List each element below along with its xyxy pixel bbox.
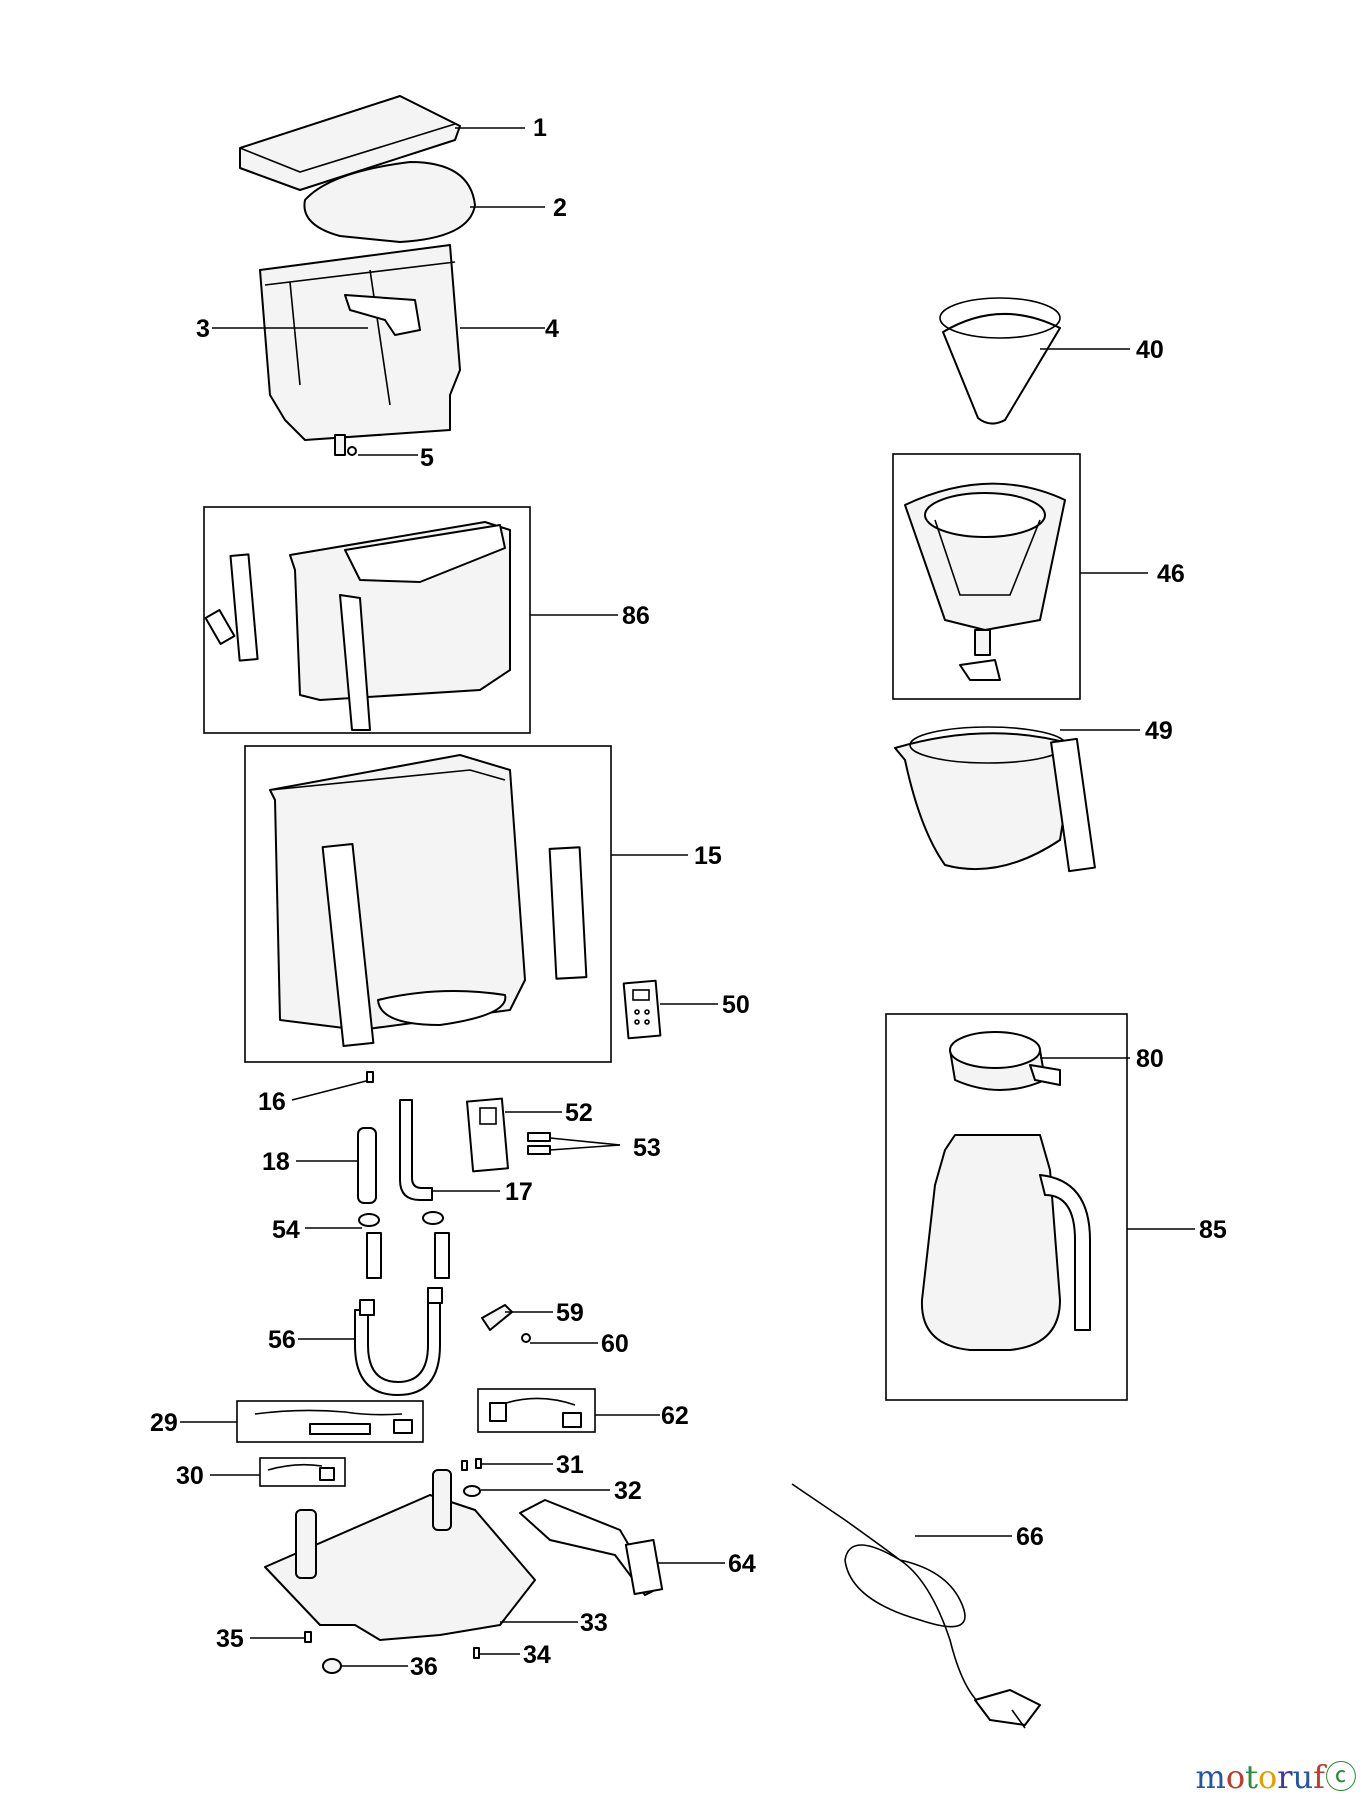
watermark-letter: u [1292, 1758, 1314, 1796]
part-62-thermostat-set [489, 1397, 660, 1428]
label-32: 32 [614, 1477, 642, 1505]
part-64-circuit-board [519, 1499, 725, 1596]
part-60-screw [521, 1333, 598, 1344]
part-66-power-cord [791, 1483, 1041, 1729]
part-16-screw [291, 1071, 374, 1101]
part-4-water-tank [259, 244, 545, 456]
part-34-screw [473, 1647, 520, 1659]
label-35: 35 [216, 1625, 244, 1653]
label-31: 31 [556, 1451, 584, 1479]
part-40-filter [939, 297, 1130, 425]
keypad-buttons [634, 1009, 650, 1025]
part-54-clamps [305, 1211, 450, 1279]
label-53: 53 [633, 1134, 661, 1162]
part-80-carafe-lid [949, 1031, 1130, 1091]
label-29: 29 [150, 1409, 178, 1437]
label-2: 2 [553, 194, 567, 222]
label-40: 40 [1136, 336, 1164, 364]
label-54: 54 [272, 1216, 300, 1244]
part-53-switches [527, 1132, 621, 1155]
part-18-tube [296, 1127, 377, 1204]
label-3: 3 [196, 315, 210, 343]
part-1-lid [239, 95, 525, 191]
part-49-swing-basket [894, 726, 1140, 873]
part-17-pipe [399, 1099, 500, 1201]
part-35-screw [250, 1631, 312, 1643]
part-33-base-plate [264, 1469, 578, 1641]
label-36: 36 [410, 1653, 438, 1681]
box-62 [477, 1388, 596, 1433]
label-52: 52 [565, 1099, 593, 1127]
part-32-spacer [463, 1485, 610, 1497]
label-1: 1 [533, 114, 547, 142]
label-62: 62 [661, 1402, 689, 1430]
part-30-sensor [210, 1463, 335, 1481]
label-17: 17 [505, 1178, 533, 1206]
watermark-letter: m [1195, 1758, 1226, 1796]
label-80: 80 [1136, 1045, 1164, 1073]
part-2-reservoir-lid [303, 161, 545, 243]
label-56: 56 [268, 1326, 296, 1354]
label-66: 66 [1016, 1523, 1044, 1551]
part-36-foot [322, 1658, 408, 1674]
label-5: 5 [420, 444, 434, 472]
watermark-letter: r [1277, 1758, 1293, 1796]
box-46 [892, 453, 1081, 700]
part-5-screw [347, 446, 418, 456]
box-30 [259, 1457, 346, 1487]
part-29-fuse-set [180, 1409, 413, 1435]
watermark-letter: t [1245, 1758, 1258, 1796]
part-85-thermal-carafe [920, 1134, 1195, 1351]
part-59-clip [481, 1304, 553, 1331]
part-52-control-board [466, 1097, 562, 1173]
part-46-filter-holder [904, 482, 1148, 681]
watermark-letter: f [1313, 1758, 1325, 1796]
label-86: 86 [622, 602, 650, 630]
watermark-letter: o [1225, 1758, 1246, 1796]
label-34: 34 [523, 1641, 551, 1669]
motoruf-watermark: motorufⓒ [1196, 1752, 1358, 1798]
label-16: 16 [258, 1088, 286, 1116]
box-15 [244, 745, 612, 1063]
label-30: 30 [176, 1462, 204, 1490]
label-18: 18 [262, 1148, 290, 1176]
part-50-keypad [622, 979, 718, 1040]
label-59: 59 [556, 1299, 584, 1327]
label-50: 50 [722, 991, 750, 1019]
box-86 [203, 506, 531, 734]
label-15: 15 [694, 842, 722, 870]
watermark-letter: ⓒ [1324, 1758, 1357, 1796]
label-4: 4 [545, 315, 559, 343]
part-15-main-housing [269, 754, 688, 1048]
watermark-letter: o [1257, 1758, 1278, 1796]
part-56-heating-element [298, 1287, 443, 1396]
label-33: 33 [580, 1609, 608, 1637]
label-46: 46 [1157, 560, 1185, 588]
part-31-screws [461, 1458, 553, 1471]
label-64: 64 [728, 1550, 756, 1578]
label-49: 49 [1145, 717, 1173, 745]
label-60: 60 [601, 1330, 629, 1358]
box-85 [885, 1013, 1128, 1401]
part-86-top-housing [204, 521, 618, 731]
label-85: 85 [1199, 1216, 1227, 1244]
